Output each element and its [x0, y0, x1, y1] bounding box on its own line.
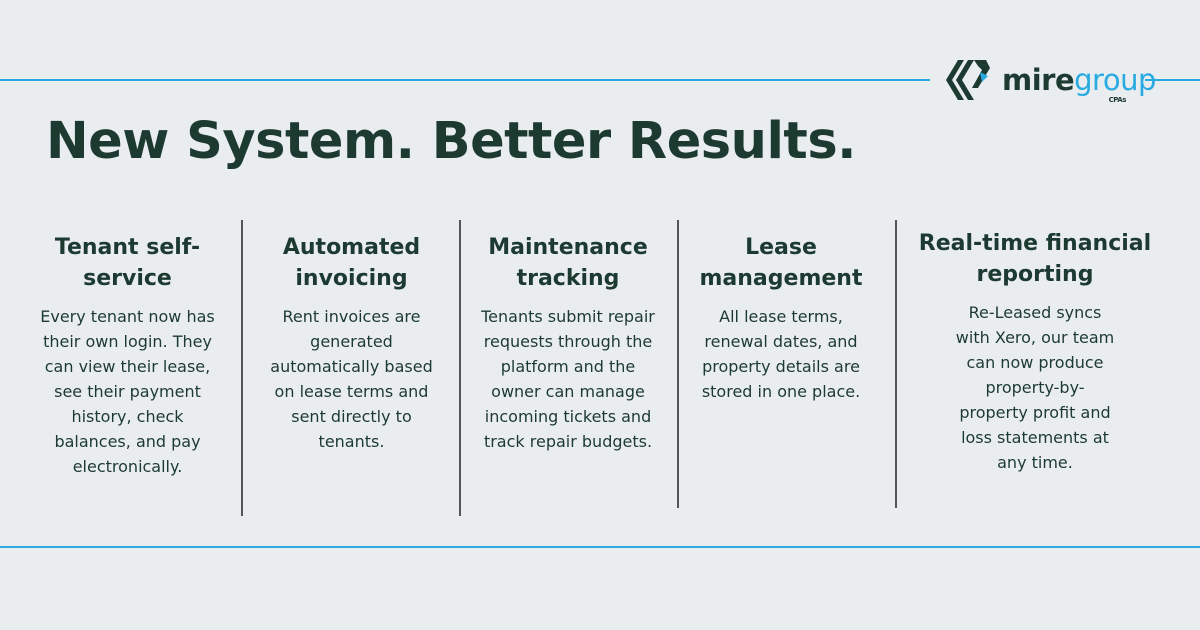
column-divider: [459, 220, 461, 516]
column-divider: [677, 220, 679, 508]
feature-body: Every tenant now has their own login. Th…: [40, 307, 215, 476]
page-title: New System. Better Results.: [46, 112, 857, 171]
feature-body: Tenants submit repair requests through t…: [481, 307, 655, 451]
feature-heading: Tenant self-service: [54, 235, 201, 291]
feature-heading: Real-time financial reporting: [918, 231, 1152, 287]
feature-body: Rent invoices are generated automaticall…: [270, 307, 433, 451]
bottom-rule: [0, 546, 1200, 548]
brand-suffix: CPAs: [1108, 96, 1127, 104]
feature-body: Re-Leased syncs with Xero, our team can …: [955, 303, 1115, 472]
brand-name-2: group: [1074, 63, 1156, 97]
brand-name-1: mire: [1002, 63, 1075, 97]
feature-heading: Lease management: [699, 235, 863, 291]
mire-logo-icon: [946, 60, 990, 100]
feature-heading: Maintenance tracking: [488, 235, 648, 291]
column-divider: [895, 220, 897, 508]
top-rule-right: [1145, 79, 1200, 81]
column-divider: [241, 220, 243, 516]
top-rule-left: [0, 79, 930, 81]
feature-body: All lease terms, renewal dates, and prop…: [701, 307, 861, 401]
feature-heading: Automated invoicing: [282, 235, 421, 291]
